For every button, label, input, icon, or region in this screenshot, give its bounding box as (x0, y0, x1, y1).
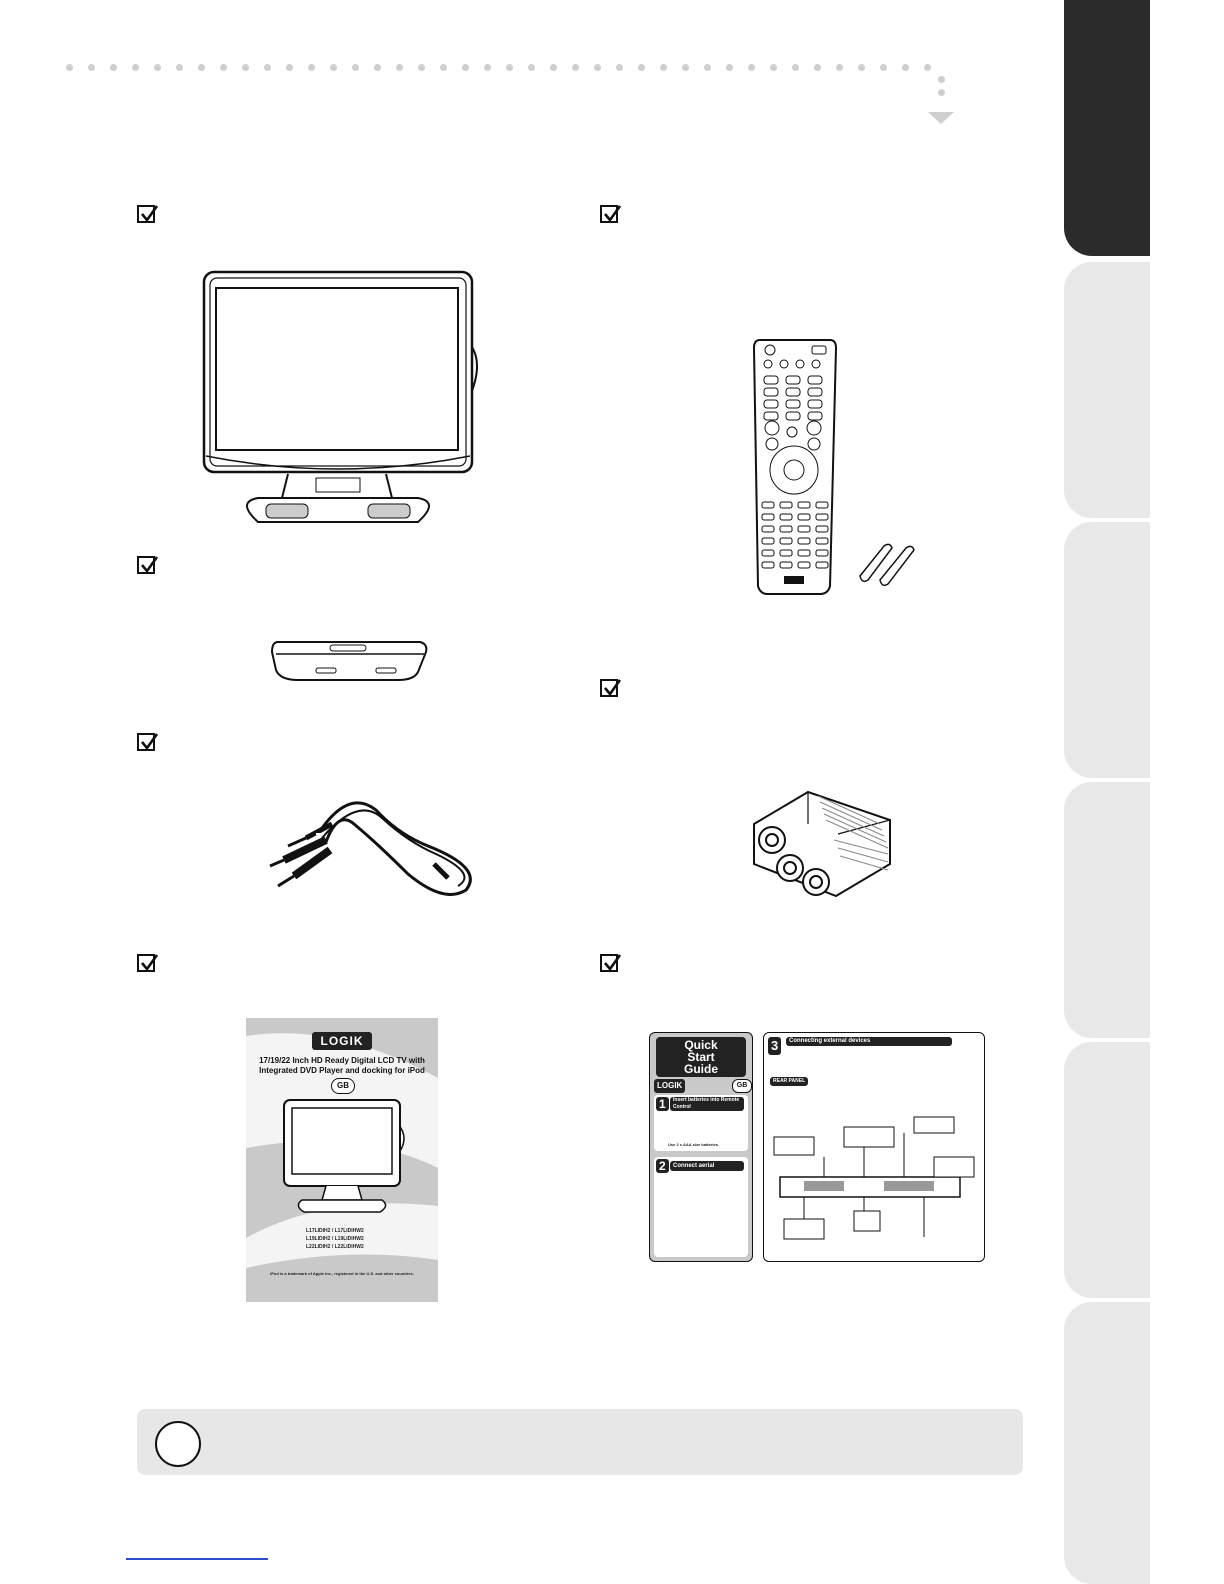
section-tab-2[interactable] (1064, 262, 1150, 518)
remote-control-illustration (752, 339, 915, 595)
section-tab-3[interactable] (1064, 522, 1150, 778)
header-dot (396, 64, 403, 71)
header-dot (308, 64, 315, 71)
step1-panel: 1 Insert batteries into Remote Control U… (654, 1095, 748, 1151)
header-down-arrow-dots (938, 76, 945, 102)
header-dot (682, 64, 689, 71)
header-dot (484, 64, 491, 71)
header-dot (506, 64, 513, 71)
av-cable-illustration (269, 801, 472, 896)
note-bar (137, 1409, 1023, 1475)
section-tab-6[interactable] (1064, 1302, 1150, 1584)
header-dot (594, 64, 601, 71)
lcd-tv-illustration (202, 270, 478, 523)
model-line-1: L17LIDIH2 / L17LIDIHW2 (306, 1228, 364, 1234)
quick-start-title-line-1: Quick (684, 1038, 718, 1052)
step2-title: Connect aerial (670, 1161, 744, 1171)
model-line-3: L22LIDIH2 / L22LIDIHW2 (306, 1244, 364, 1250)
ipod-dock-illustration (270, 641, 428, 681)
section-tab-active[interactable] (1064, 0, 1150, 256)
header-dot (638, 64, 645, 71)
header-dot (924, 64, 931, 71)
manual-tv-image (283, 1099, 405, 1213)
header-dot (374, 64, 381, 71)
header-dot (726, 64, 733, 71)
trademark-note: iPod is a trademark of Apple Inc., regis… (270, 1271, 414, 1276)
header-dot (704, 64, 711, 71)
step1-title: Insert batteries into Remote Control (670, 1097, 744, 1111)
quick-start-logo: LOGIK (654, 1079, 686, 1093)
scart-adapter-illustration (753, 790, 891, 898)
quick-start-title-line-3: Guide (683, 1062, 718, 1076)
checkbox-checked-icon (600, 679, 622, 697)
header-dot (858, 64, 865, 71)
header-dot (528, 64, 535, 71)
header-dot (352, 64, 359, 71)
step1-caption: Use 2 x AAA size batteries. (668, 1142, 720, 1147)
manual-title: 17/19/22 Inch HD Ready Digital LCD TV wi… (259, 1056, 425, 1075)
header-dot (66, 64, 73, 71)
step2-panel: 2 Connect aerial (654, 1157, 748, 1257)
checkbox-checked-icon (137, 733, 159, 751)
header-dot (330, 64, 337, 71)
header-dot (418, 64, 425, 71)
header-dot (462, 64, 469, 71)
checkbox-checked-icon (137, 954, 159, 972)
logik-logo: LOGIK (312, 1032, 372, 1050)
model-line-2: L19LIDIH2 / L19LIDIHW2 (306, 1236, 364, 1242)
header-dot (440, 64, 447, 71)
header-dot (770, 64, 777, 71)
checkbox-checked-icon (600, 954, 622, 972)
down-arrow-icon (928, 112, 954, 124)
instruction-manual-cover: LOGIK 17/19/22 Inch HD Ready Digital LCD… (246, 1018, 438, 1302)
header-dot (110, 64, 117, 71)
step3-number: 3 (768, 1037, 782, 1055)
section-tabs (1064, 0, 1224, 1584)
quick-start-region: GB (732, 1079, 752, 1093)
header-dot (220, 64, 227, 71)
section-tab-4[interactable] (1064, 782, 1150, 1038)
header-dot (88, 64, 95, 71)
quick-start-title-line-2: Start (687, 1050, 715, 1064)
header-dot (550, 64, 557, 71)
section-tab-5[interactable] (1064, 1042, 1150, 1298)
bottom-link-underline[interactable] (126, 1558, 268, 1560)
header-dot (660, 64, 667, 71)
checkbox-checked-icon (137, 556, 159, 574)
step3-title: Connecting external devices (786, 1037, 952, 1046)
step1-number: 1 (656, 1097, 669, 1111)
header-dot (198, 64, 205, 71)
header-dot (880, 64, 887, 71)
header-dot (748, 64, 755, 71)
header-dot-line (66, 64, 946, 74)
header-dot (264, 64, 271, 71)
header-dot (176, 64, 183, 71)
header-dot (814, 64, 821, 71)
connection-diagram (773, 1116, 975, 1240)
header-dot (792, 64, 799, 71)
header-dot (572, 64, 579, 71)
header-dot (242, 64, 249, 71)
region-badge: GB (331, 1078, 355, 1094)
quick-start-guide-right-panel: 3 Connecting external devices REAR PANEL (763, 1032, 985, 1262)
checkbox-checked-icon (600, 205, 622, 223)
rear-panel-label: REAR PANEL (770, 1077, 809, 1086)
header-dot (616, 64, 623, 71)
header-dot (836, 64, 843, 71)
header-dot (286, 64, 293, 71)
quick-start-guide-left-panel: Quick Start Guide LOGIK GB 1 Insert batt… (649, 1032, 753, 1262)
quick-start-title: Quick Start Guide (656, 1037, 746, 1077)
checkbox-checked-icon (137, 205, 159, 223)
header-dot (154, 64, 161, 71)
header-dot (902, 64, 909, 71)
note-icon (155, 1421, 201, 1467)
header-dot (132, 64, 139, 71)
step2-number: 2 (656, 1159, 669, 1173)
